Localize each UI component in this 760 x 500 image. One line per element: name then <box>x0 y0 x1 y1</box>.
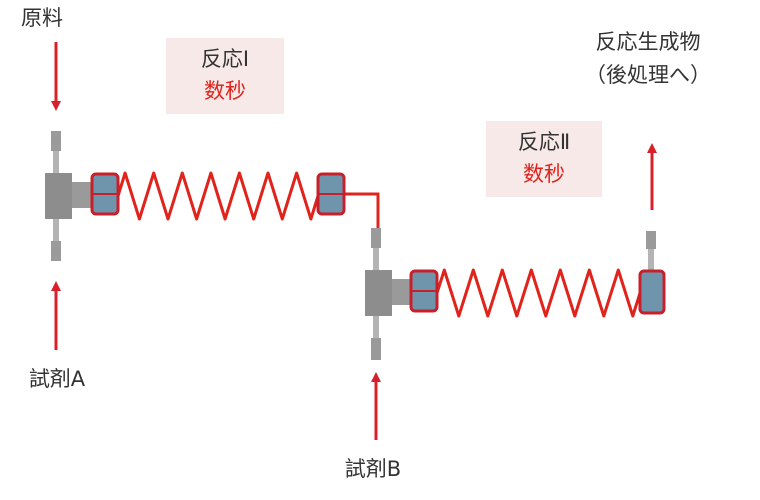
reaction2-label-bg <box>486 121 602 197</box>
product-label-line1: 反応生成物 <box>596 30 701 54</box>
outlet-top-port <box>646 231 656 249</box>
reaction1-name: 反応Ⅰ <box>201 47 249 71</box>
mixer2-bottom-stem <box>373 316 379 338</box>
mixer2-bottom-port <box>371 338 381 360</box>
outlet-fitting <box>646 231 656 271</box>
reaction1-time: 数秒 <box>204 79 246 103</box>
mixer1-top-stem <box>53 151 59 173</box>
mixer2-body <box>365 270 392 316</box>
mixer1-top-port <box>51 131 61 151</box>
reaction2-name: 反応Ⅱ <box>518 130 570 154</box>
mixer2-side-port <box>392 279 414 305</box>
t-mixer-1 <box>45 131 94 261</box>
connector-body <box>638 269 666 315</box>
reactor-coil-1 <box>116 171 320 221</box>
mixer2-top-port <box>371 228 381 248</box>
t-mixer-2 <box>365 228 414 360</box>
mixer2-top-stem <box>373 248 379 270</box>
reagent-a-label: 試剤A <box>29 367 86 391</box>
connecting-tube <box>342 192 380 228</box>
reaction2-time: 数秒 <box>523 162 565 186</box>
mixer1-bottom-stem <box>53 219 59 241</box>
mixer1-body <box>45 173 72 219</box>
connector-coil2-inlet <box>409 269 439 313</box>
raw-material-label: 原料 <box>21 6 63 30</box>
product-label-line2: （後処理へ） <box>585 63 711 87</box>
reaction1-label: 反応Ⅰ 数秒 <box>166 38 284 114</box>
connector-coil2-outlet <box>638 269 666 315</box>
reaction1-label-bg <box>166 38 284 114</box>
mixer1-side-port <box>72 182 94 208</box>
reaction2-label: 反応Ⅱ 数秒 <box>486 121 602 197</box>
outlet-stem <box>648 249 654 271</box>
connector-coil1-outlet <box>316 172 346 216</box>
connector-coil1-inlet <box>90 172 120 216</box>
reagent-b-label: 試剤B <box>345 457 401 481</box>
reactor-coil-2 <box>435 268 642 318</box>
mixer1-bottom-port <box>51 241 61 261</box>
